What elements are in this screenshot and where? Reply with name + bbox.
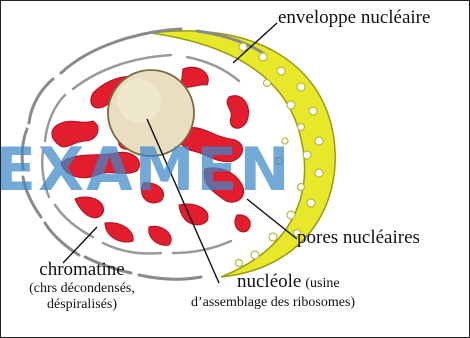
label-envelope: enveloppe nucléaire <box>278 7 430 29</box>
label-nucleolus-note-1: (usine <box>305 276 339 291</box>
label-chromatin-group: chromatine (chrs décondensés, déspiralis… <box>7 259 157 313</box>
label-chromatin-note-1: (chrs décondensés, <box>7 281 157 297</box>
label-chromatin: chromatine <box>7 259 157 281</box>
label-chromatin-note-2: déspiralisés) <box>7 297 157 313</box>
label-pores: pores nucléaires <box>297 227 420 249</box>
label-nucleolus-line: nucléole (usine <box>237 271 340 293</box>
label-nucleolus-note-2: d’assemblage des ribosomes) <box>191 295 355 311</box>
watermark: EXAMEN <box>0 135 470 205</box>
leader-chromatin <box>63 227 97 263</box>
label-nucleolus: nucléole <box>237 271 301 292</box>
